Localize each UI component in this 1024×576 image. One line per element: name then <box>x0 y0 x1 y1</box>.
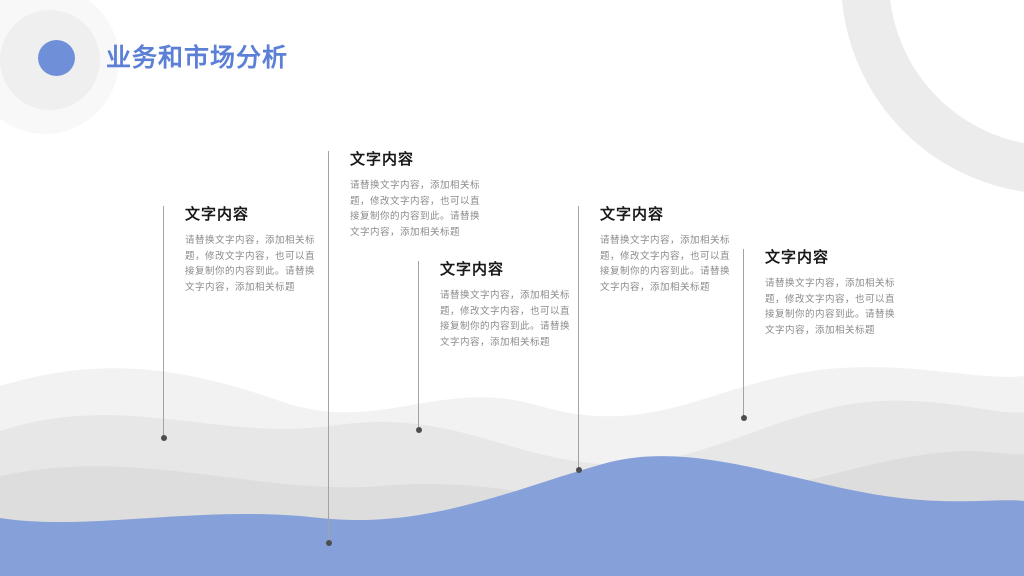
slide-title: 业务和市场分析 <box>106 43 289 72</box>
item-heading: 文字内容 <box>350 151 415 168</box>
timeline-dot-icon <box>575 467 582 473</box>
timeline-item: 文字内容 请替换文字内容，添加相关标题，修改文字内容，也可以直接复制你的内容到此… <box>740 246 896 421</box>
item-body: 请替换文字内容，添加相关标题，修改文字内容，也可以直接复制你的内容到此。请替换文… <box>600 235 731 294</box>
title-bullet-icon <box>38 40 75 76</box>
item-body: 请替换文字内容，添加相关标题，修改文字内容，也可以直接复制你的内容到此。请替换文… <box>765 278 896 337</box>
timeline-item: 文字内容 请替换文字内容，添加相关标题，修改文字内容，也可以直接复制你的内容到此… <box>415 258 571 433</box>
timeline-line <box>415 261 422 433</box>
timeline-item: 文字内容 请替换文字内容，添加相关标题，修改文字内容，也可以直接复制你的内容到此… <box>160 203 316 441</box>
timeline-item: 文字内容 请替换文字内容，添加相关标题，修改文字内容，也可以直接复制你的内容到此… <box>325 148 481 546</box>
wave-group <box>0 367 1024 576</box>
timeline-item: 文字内容 请替换文字内容，添加相关标题，修改文字内容，也可以直接复制你的内容到此… <box>575 203 731 473</box>
item-body: 请替换文字内容，添加相关标题，修改文字内容，也可以直接复制你的内容到此。请替换文… <box>185 235 316 294</box>
item-heading: 文字内容 <box>600 206 665 223</box>
timeline-line <box>740 249 747 421</box>
item-heading: 文字内容 <box>185 206 250 223</box>
timeline-dot-icon <box>160 435 167 441</box>
corner-ring-icon <box>841 0 1024 192</box>
slide-header: 业务和市场分析 <box>38 40 288 76</box>
timeline-line <box>160 206 167 441</box>
timeline-line <box>575 206 582 473</box>
timeline-dot-icon <box>325 540 332 546</box>
item-heading: 文字内容 <box>440 261 505 278</box>
item-body: 请替换文字内容，添加相关标题，修改文字内容，也可以直接复制你的内容到此。请替换文… <box>350 180 481 239</box>
item-body: 请替换文字内容，添加相关标题，修改文字内容，也可以直接复制你的内容到此。请替换文… <box>440 290 571 349</box>
timeline-line <box>325 151 332 546</box>
timeline-dot-icon <box>415 427 422 433</box>
item-heading: 文字内容 <box>765 249 830 266</box>
timeline-dot-icon <box>740 415 747 421</box>
wave-blue <box>0 456 1024 576</box>
